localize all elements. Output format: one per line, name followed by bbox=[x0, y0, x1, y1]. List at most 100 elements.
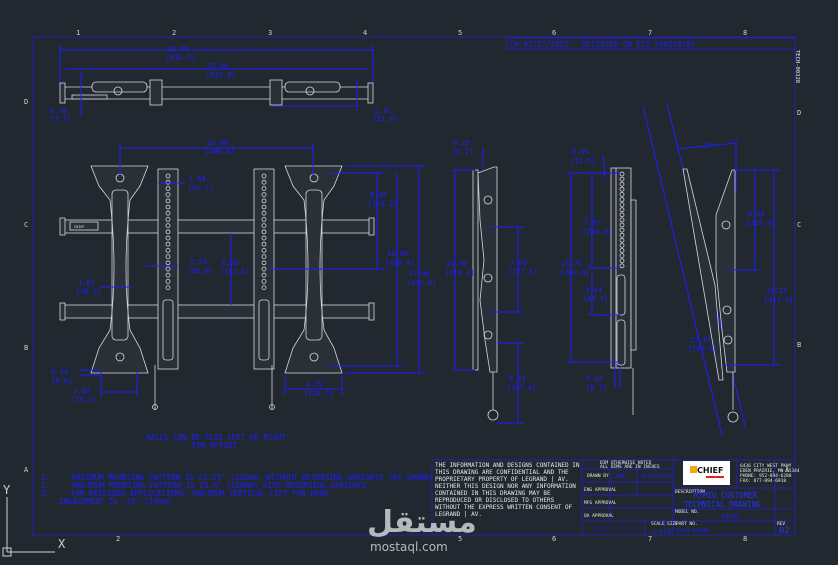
svg-text:NEITHER THIS DESIGN NOR ANY IN: NEITHER THIS DESIGN NOR ANY INFORMATION bbox=[435, 483, 576, 490]
mounting-hole bbox=[619, 237, 625, 243]
row-markers: D C B A D C B bbox=[24, 98, 801, 474]
column-4: 4 bbox=[363, 29, 367, 37]
svg-text:مستقل: مستقل bbox=[367, 505, 477, 540]
row-c-right: C bbox=[797, 221, 801, 229]
mounting-hole bbox=[261, 223, 267, 229]
column-1: 1 bbox=[76, 29, 80, 37]
svg-text:WITHOUT THE EXPRESS WRITTEN CO: WITHOUT THE EXPRESS WRITTEN CONSENT OF bbox=[435, 504, 573, 511]
row-b-right: B bbox=[797, 341, 801, 349]
svg-text:Y: Y bbox=[3, 483, 11, 497]
svg-text:[215.9]: [215.9] bbox=[746, 219, 776, 227]
dim-side1-mid: 7.00 bbox=[510, 259, 527, 267]
mounting-hole bbox=[261, 241, 267, 247]
svg-text:mostaql.com: mostaql.com bbox=[370, 540, 448, 554]
svg-text:[203.2]: [203.2] bbox=[368, 200, 398, 208]
column-6: 6 bbox=[552, 29, 556, 37]
model-number: MTMIU bbox=[722, 514, 740, 521]
dim-top-left-depth: 0.38 bbox=[50, 107, 67, 115]
mounting-hole bbox=[165, 272, 171, 278]
svg-text:[76.2]: [76.2] bbox=[71, 396, 96, 404]
column-7-bottom: 7 bbox=[648, 535, 652, 543]
mounting-hole bbox=[165, 223, 171, 229]
mounting-hole bbox=[619, 232, 625, 238]
ucs-icon: Y X bbox=[2, 483, 66, 557]
mounting-hole bbox=[619, 191, 625, 197]
mounting-hole bbox=[619, 202, 625, 208]
svg-text:[635.0]: [635.0] bbox=[206, 71, 236, 79]
mounting-hole bbox=[261, 192, 267, 198]
mounting-hole bbox=[261, 179, 267, 185]
svg-text:SCALE: SCALE bbox=[651, 521, 665, 527]
column-8-bottom: 8 bbox=[743, 535, 747, 543]
row-c-left: C bbox=[24, 221, 28, 229]
mounting-hole bbox=[619, 171, 625, 177]
sheet-size: B bbox=[668, 528, 672, 535]
dim-side3-height: 16.22 bbox=[766, 287, 787, 295]
svg-text:[6.2]: [6.2] bbox=[452, 148, 473, 156]
note-3-cont: ENGAGEMENT IS .75" [19mm] bbox=[59, 497, 172, 506]
dim-side1-cable: 6.61 bbox=[509, 375, 526, 383]
mounting-hole bbox=[619, 176, 625, 182]
mounting-hole bbox=[619, 207, 625, 213]
dim-bracket-base: 4.75 bbox=[306, 381, 323, 389]
svg-text:DRAWN BY: DRAWN BY bbox=[587, 473, 609, 479]
mounting-hole bbox=[165, 235, 171, 241]
svg-text:2.: 2. bbox=[41, 481, 50, 490]
revision: 02 bbox=[779, 526, 790, 536]
svg-text:CONTAINED IN THIS DRAWING MAY: CONTAINED IN THIS DRAWING MAY BE bbox=[435, 490, 551, 497]
mounting-hole bbox=[619, 253, 625, 259]
svg-text:FAX: 877-894-6918: FAX: 877-894-6918 bbox=[740, 478, 786, 484]
svg-text:[400.0]: [400.0] bbox=[560, 269, 590, 277]
svg-text:X: X bbox=[58, 537, 66, 551]
mounting-hole bbox=[261, 260, 267, 266]
mounting-hole bbox=[261, 278, 267, 284]
drawing-border bbox=[32, 36, 796, 536]
mounting-hole bbox=[261, 210, 267, 216]
column-markers: 1 2 3 4 5 6 7 8 2 5 6 7 8 bbox=[76, 29, 747, 543]
svg-text:[9.7]: [9.7] bbox=[50, 115, 71, 123]
svg-text:REV: REV bbox=[777, 521, 785, 527]
revision-note: CH 02/27/2025 - RELEASED ON ECO 50013076… bbox=[510, 40, 695, 49]
mounting-hole bbox=[165, 285, 171, 291]
dim-side2-height: 15.75 bbox=[561, 260, 582, 268]
mounting-hole bbox=[619, 242, 625, 248]
svg-text:[12.5]: [12.5] bbox=[570, 157, 595, 165]
general-notes: 1.MAXIMUM MOUNTING PATTERN IS 22.25" (56… bbox=[41, 473, 433, 506]
svg-text:[8.7]: [8.7] bbox=[586, 384, 607, 392]
rail-label: CHIEF bbox=[74, 225, 85, 229]
note-3: FOR RECESSED APPLICATIONS, MAXIMUM VERTI… bbox=[71, 489, 329, 498]
top-view: 25.05 [636.3] 25.00 [635.0] 0.38 [9.7] 2… bbox=[50, 45, 398, 123]
mounting-hole bbox=[165, 173, 171, 179]
column-8: 8 bbox=[743, 29, 747, 37]
dim-bracket-inner: 1.82 bbox=[78, 279, 95, 287]
column-6-bottom: 6 bbox=[552, 535, 556, 543]
offset-note: RAILS CAN BE SLID LEFT OR RIGHT bbox=[146, 433, 286, 442]
mounting-hole bbox=[165, 254, 171, 260]
svg-text:LEGRAND | AV.: LEGRAND | AV. bbox=[435, 511, 482, 518]
dim-side2-top: 0.49 bbox=[572, 148, 589, 156]
dim-top-hole: 8.00 bbox=[370, 191, 387, 199]
svg-text:1.: 1. bbox=[41, 473, 50, 482]
svg-text:MODEL NO.: MODEL NO. bbox=[675, 509, 699, 515]
side-tag: TECH-00328 bbox=[794, 50, 800, 83]
confidentiality-notice: THE INFORMATION AND DESIGNS CONTAINED IN bbox=[435, 462, 580, 469]
mounting-hole bbox=[619, 248, 625, 253]
svg-text:[200.0]: [200.0] bbox=[582, 228, 612, 236]
svg-text:[406.4]: [406.4] bbox=[205, 148, 235, 156]
mounting-hole bbox=[261, 254, 267, 260]
mounting-hole bbox=[165, 198, 171, 204]
company-address: 6436 CITY WEST PKWY bbox=[740, 463, 792, 469]
dim-side2-lower: 3.44 bbox=[585, 286, 602, 294]
mounting-hole bbox=[165, 247, 171, 253]
part-number: TECH-00328 bbox=[676, 528, 709, 534]
svg-text:[431.8]: [431.8] bbox=[407, 279, 437, 287]
dim-side3-diag: 27.94 bbox=[690, 336, 711, 344]
svg-text:[177.8]: [177.8] bbox=[508, 268, 538, 276]
mounting-hole bbox=[619, 197, 625, 202]
mounting-hole bbox=[165, 192, 171, 198]
revision-bar bbox=[506, 37, 796, 50]
sheet-number: SHEET 1 OF 3 bbox=[593, 526, 637, 533]
column-3: 3 bbox=[268, 29, 272, 37]
svg-text:TECHNICAL DRAWING: TECHNICAL DRAWING bbox=[684, 500, 761, 509]
